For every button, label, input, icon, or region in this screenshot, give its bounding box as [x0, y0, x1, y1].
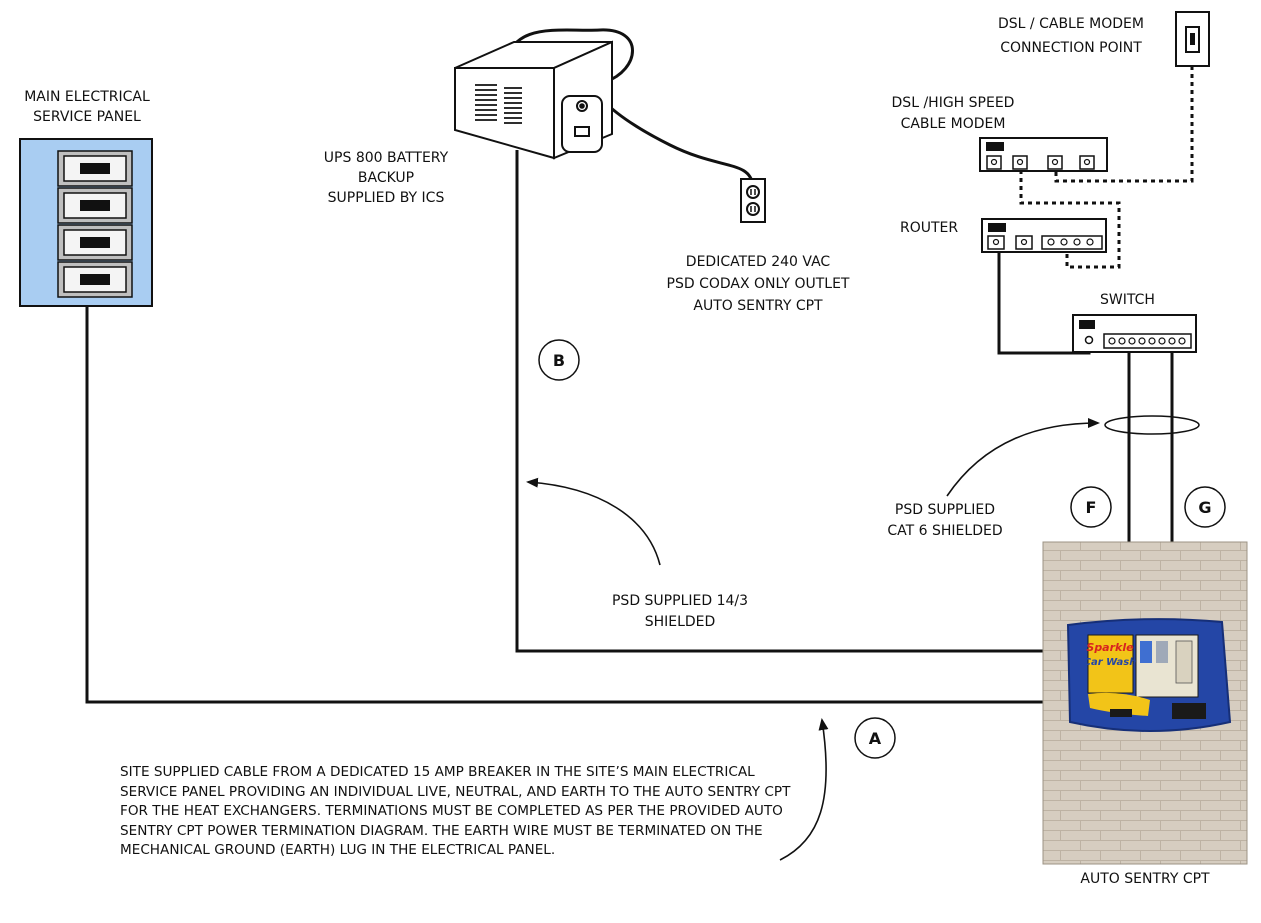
bubble-g: G: [1184, 486, 1226, 528]
bubble-b: B: [538, 339, 580, 381]
site-cable-note: SITE SUPPLIED CABLE FROM A DEDICATED 15 …: [120, 764, 791, 858]
outlet-label-line-2: PSD CODAX ONLY OUTLET: [667, 276, 850, 292]
ups-label-line-3: SUPPLIED BY ICS: [328, 190, 445, 206]
main-panel-label-line-1: MAIN ELECTRICAL: [24, 89, 150, 105]
cable-b: [515, 150, 1043, 653]
breaker-icon: [57, 150, 133, 187]
wall-jack-icon: [1175, 11, 1210, 67]
callout-arrow-site-cable: [779, 718, 829, 861]
modem-connection-label: DSL / CABLE MODEM CONNECTION POINT: [998, 16, 1144, 56]
bubble-b-label: B: [553, 351, 565, 370]
switch-icon: [1072, 314, 1197, 353]
modem-icon: [979, 137, 1108, 172]
outlet-label-line-1: DEDICATED 240 VAC: [686, 254, 831, 270]
dsl-line: [1054, 66, 1194, 183]
cable-14-3-label-line-1: PSD SUPPLIED 14/3: [612, 593, 748, 609]
kiosk-sign-line-1: Sparkle: [1086, 641, 1134, 654]
router-icon: [981, 218, 1107, 253]
main-panel-label-line-2: SERVICE PANEL: [33, 109, 141, 125]
breaker-icon: [57, 261, 133, 298]
router-label: ROUTER: [900, 220, 958, 236]
main-panel-label: MAIN ELECTRICAL SERVICE PANEL: [24, 89, 150, 125]
cat6-label-line-1: PSD SUPPLIED: [895, 502, 995, 518]
callout-arrow-14-3: [526, 477, 661, 566]
modem-label-line-1: DSL /HIGH SPEED: [892, 95, 1015, 111]
switch-label: SWITCH: [1100, 292, 1155, 308]
cable-a: [85, 306, 1043, 704]
outlet-icon: [740, 178, 766, 223]
modem-label-line-2: CABLE MODEM: [901, 116, 1006, 132]
callout-arrow-cat6: [946, 418, 1100, 497]
outlet-label-line-3: AUTO SENTRY CPT: [693, 298, 823, 314]
cat6-label-line-2: CAT 6 SHIELDED: [887, 523, 1002, 539]
outlet-label: DEDICATED 240 VAC PSD CODAX ONLY OUTLET …: [667, 254, 850, 314]
cable-14-3-label-line-2: SHIELDED: [645, 614, 716, 630]
kiosk-sign-line-2: Car Wash: [1084, 657, 1137, 668]
breaker-icon: [57, 187, 133, 224]
bubble-g-label: G: [1198, 498, 1211, 517]
ups-label-line-1: UPS 800 BATTERY: [324, 150, 449, 166]
cable-bundle-ring: [1104, 415, 1200, 435]
modem-router-link: [1019, 170, 1121, 269]
main-electrical-panel: [19, 138, 153, 307]
bubble-f-label: F: [1086, 498, 1097, 517]
modem-connection-label-line-1: DSL / CABLE MODEM: [998, 16, 1144, 32]
kiosk-label: AUTO SENTRY CPT: [1080, 871, 1210, 887]
cable-14-3-label: PSD SUPPLIED 14/3 SHIELDED: [612, 593, 748, 630]
bubble-a: A: [854, 717, 896, 759]
ups-device-icon: [454, 40, 613, 160]
bubble-a-label: A: [869, 729, 882, 748]
ups-label-line-2: BACKUP: [358, 170, 414, 186]
bubble-f: F: [1070, 486, 1112, 528]
cat6-label: PSD SUPPLIED CAT 6 SHIELDED: [887, 502, 1002, 539]
ups-label: UPS 800 BATTERY BACKUP SUPPLIED BY ICS: [324, 150, 449, 206]
modem-connection-label-line-2: CONNECTION POINT: [1000, 40, 1142, 56]
modem-label: DSL /HIGH SPEED CABLE MODEM: [892, 95, 1015, 132]
kiosk-photo: Sparkle Car Wash: [1042, 541, 1248, 865]
breaker-icon: [57, 224, 133, 261]
